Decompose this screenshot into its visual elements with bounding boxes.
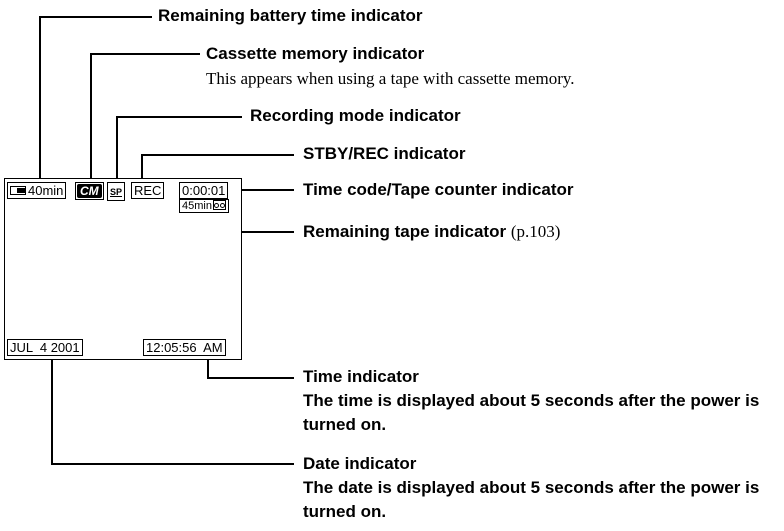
time-desc: The time is displayed about 5 seconds af… [303, 391, 760, 434]
cassette-memory-label: Cassette memory indicator [206, 44, 425, 63]
cassette-memory-leader [90, 53, 200, 183]
battery-time: 40min [28, 183, 64, 198]
remaining-tape-label-text: Remaining tape indicator [303, 222, 507, 241]
battery-label: Remaining battery time indicator [158, 6, 423, 25]
remaining-tape-indicator: 45min [179, 199, 229, 213]
battery-leader [39, 16, 152, 183]
remaining-tape-page-ref: (p.103) [510, 222, 561, 241]
sp-mode-icon: SP [110, 187, 123, 197]
date-label: Date indicator [303, 454, 417, 473]
time-leader [207, 358, 294, 379]
recording-mode-indicator: SP [107, 182, 126, 201]
remaining-tape-value: 45min [182, 200, 212, 212]
battery-indicator: 40min [7, 182, 67, 199]
time-label: Time indicator [303, 367, 419, 386]
time-code-indicator: 0:00:01 [179, 182, 229, 199]
recording-mode-label: Recording mode indicator [250, 106, 461, 125]
date-desc: The date is displayed about 5 seconds af… [303, 478, 760, 521]
stby-rec-leader [141, 154, 294, 183]
tape-icon [212, 200, 226, 210]
cassette-memory-desc: This appears when using a tape with cass… [206, 69, 575, 88]
battery-icon [10, 186, 26, 195]
stby-rec-label: STBY/REC indicator [303, 144, 466, 163]
date-indicator: JUL 4 2001 [7, 339, 83, 356]
time-indicator: 12:05:56 AM [143, 339, 226, 356]
lcd-screen: 40min CM SP REC 0:00:01 45min JUL 4 2001… [4, 178, 242, 360]
cassette-memory-icon: CM [77, 184, 102, 198]
stby-rec-indicator: REC [131, 182, 165, 199]
time-code-label: Time code/Tape counter indicator [303, 180, 574, 199]
date-leader [51, 358, 294, 465]
remaining-tape-label: Remaining tape indicator (p.103) [303, 221, 560, 243]
recording-mode-leader [116, 116, 242, 183]
cassette-memory-indicator: CM [75, 182, 104, 200]
